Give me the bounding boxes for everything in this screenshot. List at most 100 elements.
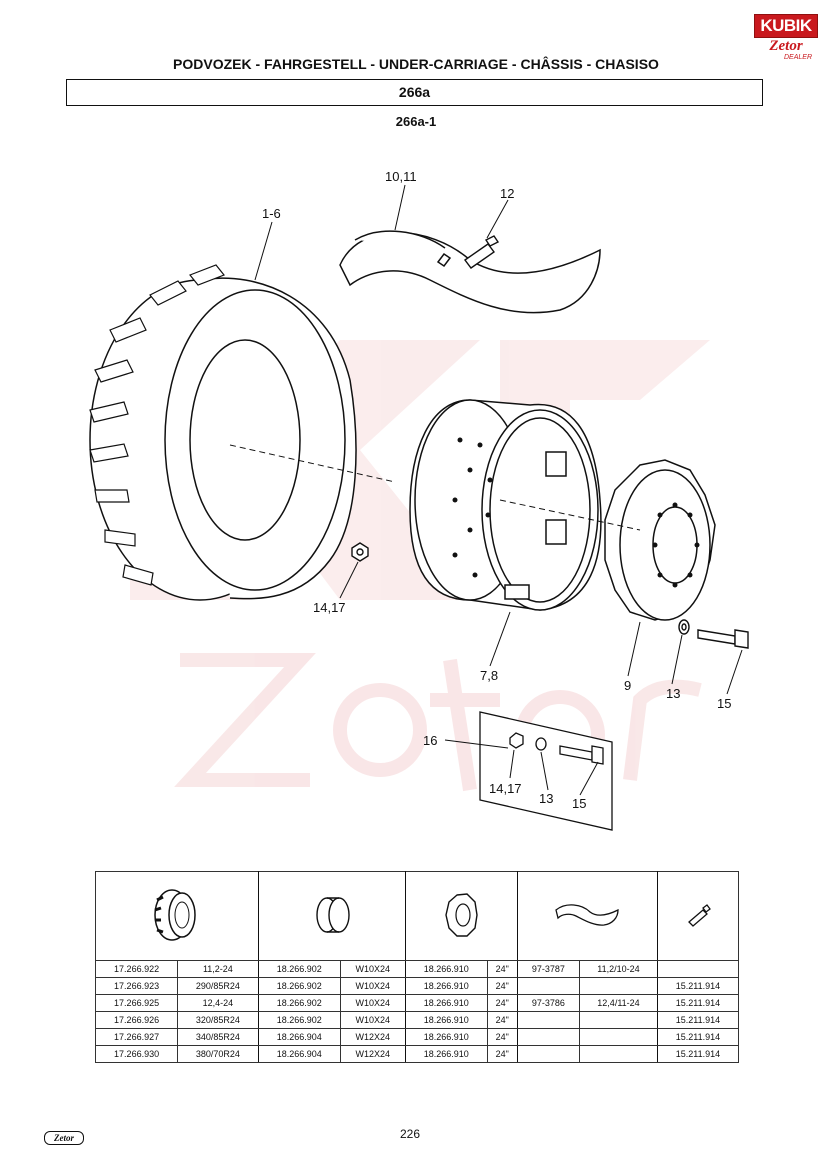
valve-drawing bbox=[464, 235, 500, 269]
subsection-number: 266a-1 bbox=[395, 114, 437, 129]
table-cell bbox=[579, 1045, 658, 1063]
table-cell: 97-3787 bbox=[516, 960, 581, 978]
table-cell: 340/85R24 bbox=[177, 1028, 259, 1046]
table-cell: 18.266.910 bbox=[404, 960, 488, 978]
table-cell: W10X24 bbox=[339, 960, 406, 978]
kubik-logo-text: KUBIK bbox=[754, 14, 818, 38]
table-cell: 18.266.910 bbox=[404, 977, 488, 995]
table-cell: 18.266.904 bbox=[257, 1045, 341, 1063]
table-cell bbox=[516, 1011, 581, 1029]
valve-icon bbox=[687, 904, 711, 927]
table-cell: W12X24 bbox=[339, 1028, 406, 1046]
callout-bolt: 15 bbox=[717, 696, 731, 711]
callout-tube: 10,11 bbox=[385, 169, 417, 184]
bolt-kit-drawing bbox=[479, 711, 613, 831]
rim-icon bbox=[315, 897, 350, 933]
table-cell: 15.211.914 bbox=[656, 1011, 740, 1029]
table-cell: 12,4/11-24 bbox=[579, 994, 658, 1012]
inner-tube-drawing bbox=[339, 230, 601, 314]
callout-kit-washer: 13 bbox=[539, 791, 553, 806]
table-cell: 24" bbox=[486, 994, 518, 1012]
tyre-drawing bbox=[89, 264, 357, 601]
inner-tube-icon bbox=[555, 904, 619, 926]
table-cell: 18.266.910 bbox=[404, 1045, 488, 1063]
section-number: 266a bbox=[66, 79, 763, 106]
table-cell: 24" bbox=[486, 960, 518, 978]
table-cell: 18.266.902 bbox=[257, 994, 341, 1012]
callout-kit-bolt: 15 bbox=[572, 796, 586, 811]
table-cell bbox=[656, 960, 740, 978]
table-cell: 18.266.910 bbox=[404, 994, 488, 1012]
table-cell: W10X24 bbox=[339, 977, 406, 995]
page-title: PODVOZEK - FAHRGESTELL - UNDER-CARRIAGE … bbox=[173, 56, 659, 72]
table-cell: 97-3786 bbox=[516, 994, 581, 1012]
tyre-icon-cell bbox=[95, 871, 259, 961]
table-cell: 24" bbox=[486, 1011, 518, 1029]
page-number: 226 bbox=[399, 1127, 421, 1141]
rim-drawing bbox=[409, 399, 602, 611]
footer-zetor-logo: Zetor bbox=[44, 1131, 84, 1145]
tube-icon-cell bbox=[516, 871, 658, 961]
table-cell bbox=[579, 977, 658, 995]
wheel-disc-icon bbox=[445, 893, 478, 937]
table-cell: 18.266.902 bbox=[257, 960, 341, 978]
table-cell: 17.266.927 bbox=[94, 1028, 179, 1046]
table-cell: 12,4-24 bbox=[177, 994, 259, 1012]
nut-drawing bbox=[351, 542, 369, 562]
watermark-zetor bbox=[174, 653, 702, 792]
table-cell: 15.211.914 bbox=[656, 977, 740, 995]
table-cell: 11,2-24 bbox=[177, 960, 259, 978]
table-header-images bbox=[95, 871, 740, 961]
callout-tyre: 1-6 bbox=[262, 206, 281, 221]
bolt-drawing bbox=[697, 629, 749, 649]
table-cell: 24" bbox=[486, 1045, 518, 1063]
table-cell: 17.266.925 bbox=[94, 994, 179, 1012]
exploded-wheel-diagram: 1-6 10,11 12 14,17 7,8 9 13 15 16 14,17 … bbox=[89, 169, 749, 831]
callout-nut: 14,17 bbox=[313, 600, 346, 615]
table-cell: 18.266.904 bbox=[257, 1028, 341, 1046]
table-cell: 18.266.910 bbox=[404, 1028, 488, 1046]
table-cell: 18.266.902 bbox=[257, 1011, 341, 1029]
table-cell: 24" bbox=[486, 1028, 518, 1046]
callout-disc: 9 bbox=[624, 678, 631, 693]
table-cell bbox=[516, 1045, 581, 1063]
table-cell: 290/85R24 bbox=[177, 977, 259, 995]
dealer-logo-text: DEALER bbox=[783, 54, 812, 61]
table-cell: 17.266.926 bbox=[94, 1011, 179, 1029]
kubik-zetor-logo: KUBIK Zetor DEALER bbox=[754, 14, 818, 62]
table-cell: 18.266.902 bbox=[257, 977, 341, 995]
table-cell bbox=[579, 1028, 658, 1046]
zetor-logo-text: Zetor bbox=[769, 38, 803, 54]
table-cell: W12X24 bbox=[339, 1045, 406, 1063]
washer-drawing bbox=[678, 619, 690, 635]
table-cell: W10X24 bbox=[339, 1011, 406, 1029]
table-cell: 17.266.930 bbox=[94, 1045, 179, 1063]
callout-rim: 7,8 bbox=[480, 668, 498, 683]
table-cell: 15.211.914 bbox=[656, 994, 740, 1012]
wheel-disc-drawing bbox=[604, 459, 716, 621]
table-cell: 17.266.923 bbox=[94, 977, 179, 995]
table-cell: 11,2/10-24 bbox=[579, 960, 658, 978]
table-cell: 18.266.910 bbox=[404, 1011, 488, 1029]
table-cell bbox=[516, 977, 581, 995]
callout-washer: 13 bbox=[666, 686, 680, 701]
callout-valve: 12 bbox=[500, 186, 514, 201]
callout-kit-nut: 14,17 bbox=[489, 781, 522, 796]
table-cell: 380/70R24 bbox=[177, 1045, 259, 1063]
callout-kit: 16 bbox=[423, 733, 437, 748]
table-cell: W10X24 bbox=[339, 994, 406, 1012]
disc-icon-cell bbox=[404, 871, 518, 961]
rim-icon-cell bbox=[257, 871, 406, 961]
tyre-icon bbox=[154, 889, 196, 941]
valve-icon-cell bbox=[656, 871, 740, 961]
table-cell bbox=[516, 1028, 581, 1046]
table-cell: 15.211.914 bbox=[656, 1045, 740, 1063]
